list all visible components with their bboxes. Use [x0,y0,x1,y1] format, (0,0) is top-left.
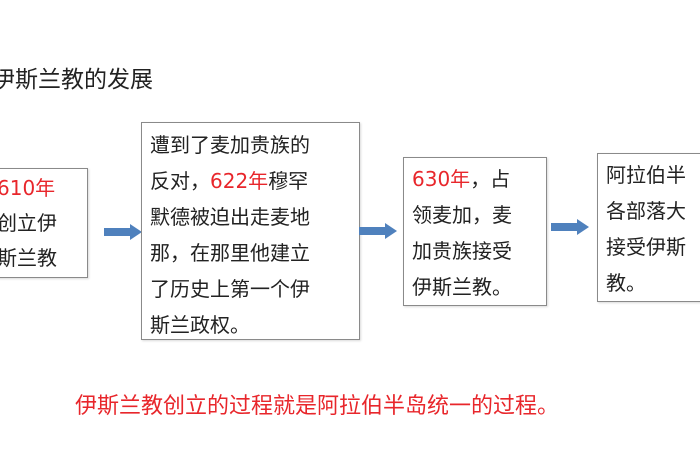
arrow-right-icon [551,219,589,235]
step-text: 伊斯兰教。 [412,275,512,299]
year-label: 630年 [412,167,471,191]
arrow-right-icon [359,223,397,239]
step-text: 各部落大 [606,199,686,223]
step-text: 那，在那里他建立 [150,241,310,265]
step-text: 遭到了麦加贵族的 [150,133,310,157]
arrow-right-icon [104,224,142,240]
step-text: 斯兰教 [0,246,57,270]
slide-title: 伊斯兰教的发展 [0,67,153,93]
step-text: 领麦加，麦 [412,203,512,227]
step-box-1: 610年 创立伊 斯兰教 [0,168,88,278]
step-text: 穆罕 [268,169,309,193]
summary-text: 伊斯兰教创立的过程就是阿拉伯半岛统一的过程。 [75,394,560,419]
step-text: 默德被迫出走麦地 [150,205,310,229]
step-text: 反对， [150,169,210,193]
step-text: 创立伊 [0,211,57,235]
year-label: 622年 [210,169,269,193]
step-text: 了历史上第一个伊 [150,277,310,301]
year-label: 610年 [0,176,56,200]
step-box-3: 630年，占 领麦加，麦 加贵族接受 伊斯兰教。 [403,157,547,306]
step-box-2: 遭到了麦加贵族的 反对，622年穆罕 默德被迫出走麦地 那，在那里他建立 了历史… [141,122,360,340]
step-text: 加贵族接受 [412,239,512,263]
step-text: ，占 [470,167,511,191]
step-box-4: 阿拉伯半 各部落大 接受伊斯 教。 [597,153,700,302]
step-text: 斯兰政权。 [150,313,250,337]
step-text: 阿拉伯半 [606,163,686,187]
step-text: 接受伊斯 [606,235,686,259]
step-text: 教。 [606,271,646,295]
